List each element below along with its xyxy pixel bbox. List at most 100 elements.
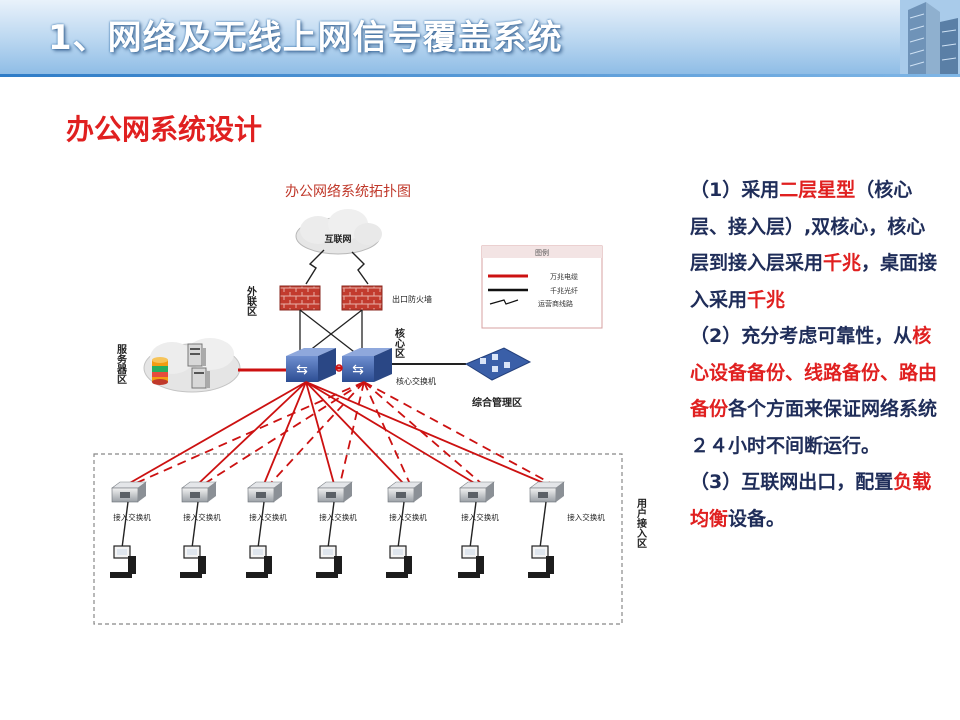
svg-text:⇆: ⇆ [352,362,364,378]
access-switch-label: 接入交换机 [113,512,151,522]
uplink-primary [263,381,307,485]
uplink-primary [197,381,307,485]
access-switch-icon [208,482,216,502]
description-text: （3）互联网出口，配置 [690,471,894,493]
access-switch-icon [414,482,422,502]
pc-icon [528,572,550,578]
uplink-backup [269,381,365,485]
internet-label: 互联网 [324,233,351,245]
pc-icon [316,572,338,578]
description-text: （核心层、接入层）,双核心，核心层到接入层采用 [690,179,926,274]
access-switch-icon [256,492,266,498]
description-text: ，桌面接入采用 [690,252,938,311]
core-switch-label: 核心交换机 [396,376,436,386]
uplink-primary [305,381,477,485]
legend-label: 千兆光纤 [550,286,578,295]
legend-label: 万兆电缆 [550,272,578,281]
access-switch-icon [138,482,146,502]
pc-icon [546,556,554,574]
user-access-zone-box [93,453,623,625]
database-icon [152,357,168,385]
uplink-backup [203,381,365,485]
uplink-backup [363,381,553,485]
access-switch-label: 接入交换机 [319,512,357,522]
pc-icon [476,556,484,574]
pc-link [121,501,129,549]
pc-link [327,501,335,549]
pc-icon [465,549,475,555]
description-paragraph: （2）充分考虑可靠性，从核心设备备份、线路备份、路由备份各个方面来保证网络系统２… [690,318,940,464]
access-switch-icon [326,492,336,498]
description-highlight: 负载均衡 [690,471,932,530]
pc-icon [246,572,268,578]
access-layer: 接入交换机 接入交换机 接入交换机 接入交换机 接入交换机 接入交换机 接入交换机 [110,381,605,578]
pc-icon [180,572,202,578]
access-switch-icon [468,492,478,498]
access-switch-icon [274,482,282,502]
pc-icon [334,556,342,574]
pc-icon [253,549,263,555]
carrier-line [305,249,369,285]
pc-icon [117,549,127,555]
pc-icon [198,556,206,574]
management-zone-label: 综合管理区 [472,396,522,409]
svg-text:⇆: ⇆ [296,362,308,378]
description-paragraph: （3）互联网出口，配置负载均衡设备。 [690,464,940,537]
pc-link [397,501,405,549]
pc-icon [110,572,132,578]
description-text: （2）充分考虑可靠性，从 [690,325,913,347]
legend-title: 图例 [535,248,549,257]
diagram-title: 办公网络系统拓扑图 [285,184,411,200]
pc-link [257,501,265,549]
description-text: 各个方面来保证网络系统２４小时不间断运行。 [690,398,938,457]
access-switch-label: 接入交换机 [183,512,221,522]
pc-icon [393,549,403,555]
core-switch-right-icon: ⇆ [342,348,392,382]
uplink-backup [363,381,411,485]
firewall-left-icon [279,285,321,311]
access-switch-icon [344,482,352,502]
description-paragraph: （1）采用二层星型（核心层、接入层）,双核心，核心层到接入层采用千兆，桌面接入采… [690,172,940,318]
description-panel: （1）采用二层星型（核心层、接入层）,双核心，核心层到接入层采用千兆，桌面接入采… [690,172,940,537]
description-text: 设备。 [728,507,786,530]
pc-icon [458,572,480,578]
pc-icon [404,556,412,574]
uplink-primary [305,381,547,485]
legend-lightning-line [489,299,519,305]
uplink-backup [133,381,365,485]
user-zone-label: 用户接入区 [635,498,648,548]
uplink-primary [305,381,405,485]
pc-link [539,501,547,549]
access-switch-icon [556,482,564,502]
pc-icon [535,549,545,555]
description-highlight: 核心设备备份、线路备份、路由备份 [690,325,938,420]
outer-zone-label: 外联区 [245,285,258,316]
header-band: 1、网络及无线上网信号覆盖系统 [0,0,960,74]
server-zone-label: 服务器区 [115,344,128,384]
uplink-backup [363,381,483,485]
legend: 图例 万兆电缆 千兆光纤 运营商线路 [481,245,603,329]
firewall-label: 出口防火墙 [392,294,432,304]
pc-link [469,501,477,549]
server-icon [187,343,210,389]
pc-icon [323,549,333,555]
pc-icon [264,556,272,574]
access-switch-label: 接入交换机 [249,512,287,522]
access-switch-label: 接入交换机 [461,512,499,522]
access-switch-icon [538,492,548,498]
core-zone-label: 核心区 [393,327,405,358]
firewall-right-icon [341,285,383,311]
management-room-icon [464,347,532,381]
page-title: 1、网络及无线上网信号覆盖系统 [48,18,563,58]
access-switch-icon [396,492,406,498]
header-divider [0,74,960,77]
access-switch-label: 接入交换机 [389,512,427,522]
description-highlight: 千兆 [823,252,862,274]
description-highlight: 二层星型 [779,179,856,201]
access-switch-label: 接入交换机 [567,512,605,522]
section-subtitle: 办公网系统设计 [66,113,263,146]
access-switch-icon [190,492,200,498]
core-switch-left-icon: ⇆ [286,348,336,382]
pc-icon [187,549,197,555]
skyline-image [900,0,960,74]
